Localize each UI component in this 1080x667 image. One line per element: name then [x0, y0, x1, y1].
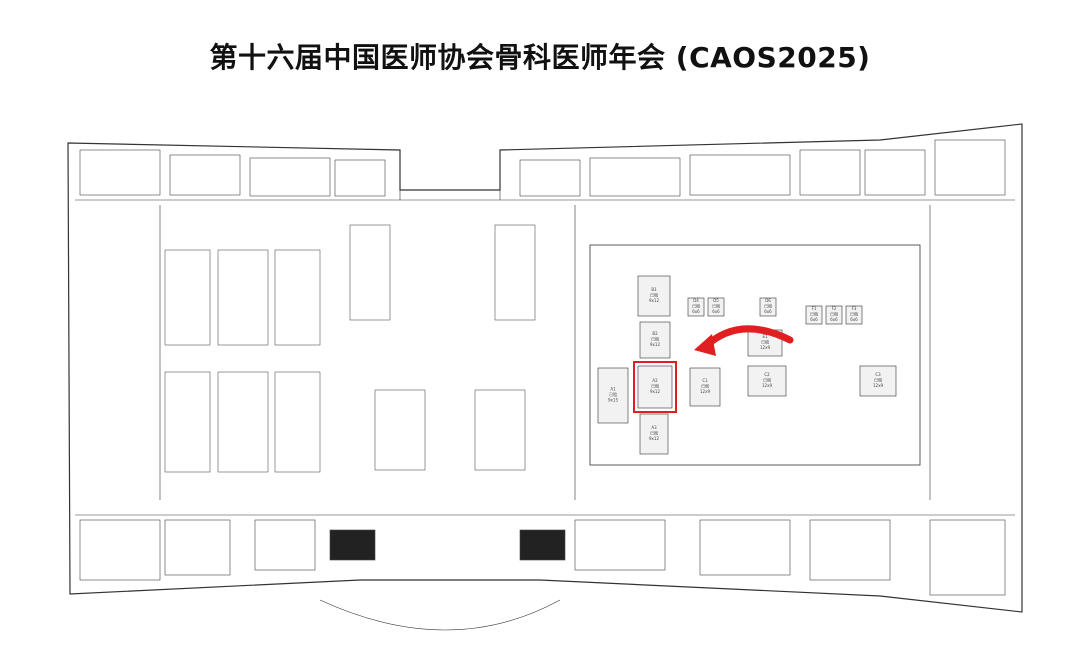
service-rooms-bottom [79, 519, 1006, 596]
booth-rect [707, 297, 725, 317]
booth-rect [845, 305, 863, 325]
booth-status: 已租 [651, 383, 659, 389]
booth-area: 12x9 [760, 345, 770, 350]
booth-status: 已租 [830, 311, 838, 317]
booth-area: 6x6 [810, 317, 818, 322]
booth-rect [689, 367, 721, 407]
booth-code: C3 [875, 372, 881, 377]
booth-rect [637, 275, 671, 317]
booth-layer: A1已租9x15A2已租9x12A3已租9x12B1已租9x12B2已租9x12… [597, 275, 897, 455]
booth-code: D5 [713, 298, 719, 303]
booth-status: 已租 [701, 383, 709, 389]
booth-rect [639, 321, 671, 359]
booth-status: 已租 [761, 339, 769, 345]
booth-code: A2 [652, 378, 658, 383]
booth-rect [687, 297, 705, 317]
booth-rect [805, 305, 823, 325]
booth-code: D4 [693, 298, 699, 303]
booth-code: A1 [610, 387, 616, 392]
highlighted-booth-marker [633, 361, 677, 413]
page-title: 第十六届中国医师协会骨科医师年会 (CAOS2025) [209, 41, 871, 74]
booth-code: F3 [852, 306, 857, 311]
booth-code: E1 [762, 334, 768, 339]
seminar-halls-left [164, 224, 536, 473]
booth-rect [759, 297, 777, 317]
booth-area: 9x15 [608, 398, 618, 403]
exhibition-hall [589, 244, 921, 466]
booth-status: 已租 [874, 377, 882, 383]
booth-area: 9x12 [650, 389, 660, 394]
booth-status: 已租 [650, 430, 658, 436]
booth-status: 已租 [850, 311, 858, 317]
booth-area: 9x12 [649, 436, 659, 441]
booth-area: 9x12 [650, 342, 660, 347]
booth-area: 12x9 [762, 383, 772, 388]
booth-area: 6x6 [712, 309, 720, 314]
booth-rect [747, 365, 787, 397]
booth-rect [597, 367, 629, 424]
booth-status: 已租 [609, 391, 617, 397]
booth-rect [639, 413, 669, 455]
booth-area: 6x6 [692, 309, 700, 314]
booth-status: 已租 [650, 292, 658, 298]
booth-status: 已租 [692, 303, 700, 309]
booth-status: 已租 [764, 303, 772, 309]
booth-code: C2 [764, 372, 770, 377]
booth-code: D6 [765, 298, 771, 303]
booth-code: F1 [812, 306, 817, 311]
booth-area: 6x6 [764, 309, 772, 314]
booth-rect [859, 365, 897, 397]
booth-status: 已租 [712, 303, 720, 309]
booth-status: 已租 [763, 377, 771, 383]
booth-area: 6x6 [850, 317, 858, 322]
booth-area: 9x12 [649, 298, 659, 303]
booth-status: 已租 [810, 311, 818, 317]
booth-rect [637, 365, 673, 409]
booth-code: A3 [651, 425, 657, 430]
booth-area: 12x9 [873, 383, 883, 388]
service-rooms-top [79, 139, 1006, 197]
booth-code: B2 [652, 331, 658, 336]
booth-code: B1 [651, 287, 657, 292]
booth-code: C1 [702, 378, 708, 383]
booth-status: 已租 [651, 336, 659, 342]
booth-code: F2 [832, 306, 837, 311]
building-outline [67, 123, 1023, 631]
booth-rect [825, 305, 843, 325]
booth-area: 6x6 [830, 317, 838, 322]
booth-area: 12x9 [700, 389, 710, 394]
direction-arrow [694, 325, 794, 356]
